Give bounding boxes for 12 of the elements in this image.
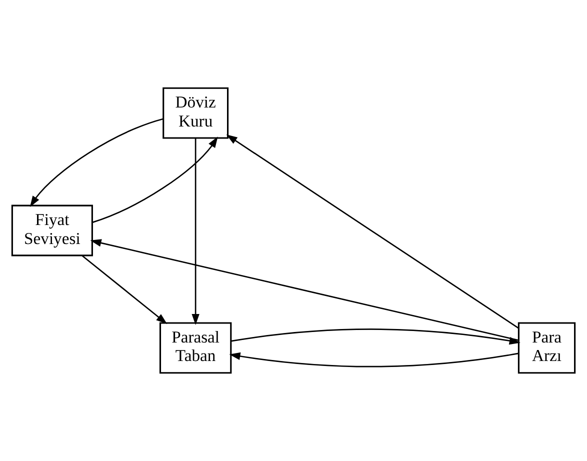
arrow [231,328,520,345]
arrow [229,352,519,368]
node-box: Parasal Taban [159,322,232,374]
arrow [82,255,168,324]
arrow [192,138,200,326]
arrow [30,118,164,207]
arrow [92,136,218,224]
node-box: Döviz Kuru [162,87,229,139]
node-box: Para Arzı [518,322,576,374]
node-box: Fiyat Seviyesi [11,204,93,256]
arrow [90,239,519,341]
arrow [226,134,519,329]
